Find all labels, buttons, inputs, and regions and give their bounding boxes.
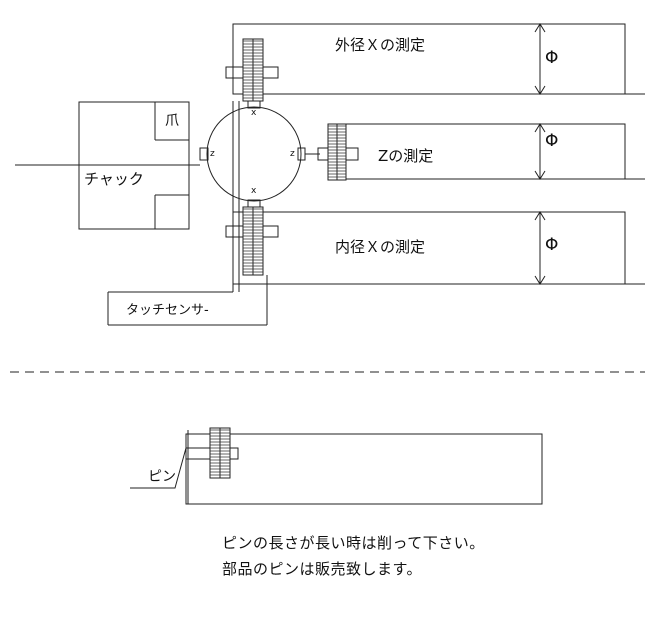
phi-z: Φ	[545, 131, 559, 151]
phi-outer: Φ	[545, 48, 559, 68]
touch-sensor-label: タッチセンサ-	[126, 303, 209, 318]
inner-workpiece	[232, 211, 626, 285]
probe-label-top: x	[251, 108, 257, 118]
pin-top	[225, 38, 279, 102]
probe-label-right: z	[290, 149, 295, 159]
pin-bottom	[225, 206, 279, 276]
note-line-2: 部品のピンは販売致します。	[222, 560, 423, 578]
z-dimension-arrow	[534, 123, 546, 180]
inner-dimension-arrow	[534, 211, 546, 285]
note-line-1: ピンの長さが長い時は削って下さい。	[222, 534, 485, 552]
phi-inner: Φ	[545, 235, 559, 255]
chuck-label: チャック	[84, 170, 144, 188]
probe-ball	[206, 106, 302, 202]
pin-lower	[185, 427, 239, 479]
probe-stub-left	[199, 147, 209, 161]
pin-label: ピン	[148, 469, 176, 485]
z-measure-title: Zの測定	[378, 147, 434, 165]
probe-label-bottom: x	[251, 186, 257, 196]
outer-x-title: 外径Ｘの測定	[335, 36, 426, 54]
z-workpiece	[331, 123, 626, 180]
outer-dimension-arrow	[534, 23, 546, 95]
inner-x-title: 内径Ｘの測定	[335, 238, 426, 256]
jaw-label: 爪	[165, 113, 179, 129]
probe-label-left: z	[210, 149, 215, 159]
pin-workpiece	[185, 433, 543, 505]
outer-workpiece	[232, 23, 626, 95]
